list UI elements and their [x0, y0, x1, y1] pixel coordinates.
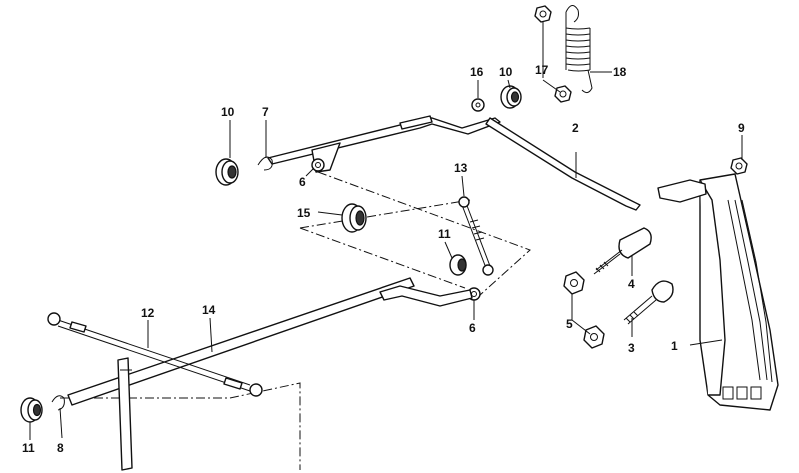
callout-11-lower: 11 — [22, 441, 35, 455]
cross-rod-12 — [47, 312, 263, 397]
callout-9: 9 — [738, 121, 745, 135]
callout-4: 4 — [628, 277, 635, 291]
callout-16: 16 — [470, 65, 484, 79]
callout-10-left: 10 — [221, 105, 235, 119]
washer-16 — [471, 98, 485, 112]
callout-7: 7 — [262, 105, 269, 119]
alignment-lines — [60, 171, 531, 470]
bushing-10-left — [215, 158, 239, 186]
bushing-11-lower — [20, 397, 43, 423]
lower-shaft-14 — [67, 277, 473, 406]
callout-11-upper: 11 — [438, 227, 451, 241]
throttle-rod-2 — [485, 117, 641, 211]
callout-5: 5 — [566, 317, 573, 331]
callout-13: 13 — [454, 161, 468, 175]
nut-17-top — [534, 5, 552, 23]
callout-10-right: 10 — [499, 65, 513, 79]
callout-14: 14 — [202, 303, 216, 317]
nut-9 — [730, 157, 748, 175]
callout-2: 2 — [572, 121, 579, 135]
bushing-10-right — [500, 85, 522, 109]
nut-17 — [554, 85, 572, 103]
leader-lines — [29, 22, 743, 440]
bushing-15 — [341, 203, 367, 233]
callout-labels: 1 2 3 4 5 6 6 7 8 9 10 10 11 11 12 13 14… — [22, 63, 745, 455]
callout-6-upper: 6 — [299, 175, 306, 189]
accelerator-pedal-1 — [657, 173, 779, 411]
nut-5-upper — [563, 271, 585, 295]
callout-18: 18 — [613, 65, 627, 79]
support-bracket — [117, 357, 133, 471]
spring-18 — [565, 5, 593, 94]
clip-8 — [51, 395, 65, 411]
pedal-stop-4 — [593, 227, 652, 275]
callout-12: 12 — [141, 306, 155, 320]
connecting-rod-13 — [458, 196, 494, 276]
callout-1: 1 — [671, 339, 678, 353]
stop-screw-3 — [623, 280, 674, 325]
callout-8: 8 — [57, 441, 64, 455]
bushing-11-upper — [449, 254, 467, 276]
throttle-shaft — [267, 115, 501, 165]
callout-6-lower: 6 — [469, 321, 476, 335]
clip-7 — [257, 156, 273, 171]
nut-5-lower — [583, 325, 605, 349]
callout-17: 17 — [535, 63, 549, 77]
callout-15: 15 — [297, 206, 311, 220]
lever-ball-6-upper — [311, 142, 341, 173]
callout-3: 3 — [628, 341, 635, 355]
